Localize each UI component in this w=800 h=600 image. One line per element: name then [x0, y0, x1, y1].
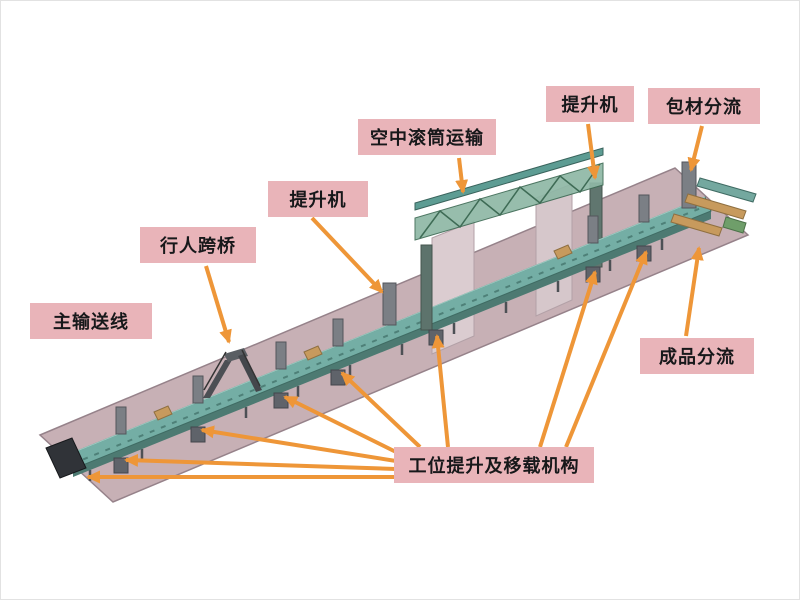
gantry-near-column — [420, 244, 433, 331]
label-station-lifting-transfer: 工位提升及移载机构 — [394, 447, 594, 483]
label-main-conveyor-line: 主输送线 — [30, 303, 152, 339]
pedestrian-bridge-structure — [203, 348, 262, 398]
lift-transfer-stations — [113, 161, 697, 474]
pallets — [153, 244, 573, 421]
label-packaging-material-diversion: 包材分流 — [648, 88, 760, 124]
label-lifter-right: 提升机 — [546, 86, 634, 122]
label-finished-product-diversion: 成品分流 — [640, 338, 754, 374]
callout-arrows — [86, 123, 704, 484]
infeed-end-unit — [45, 437, 87, 479]
label-lifter-left: 提升机 — [268, 181, 368, 217]
label-overhead-roller-transport: 空中滚筒运输 — [358, 119, 496, 155]
outfeed-diverters — [670, 177, 757, 237]
label-pedestrian-bridge: 行人跨桥 — [140, 227, 256, 263]
